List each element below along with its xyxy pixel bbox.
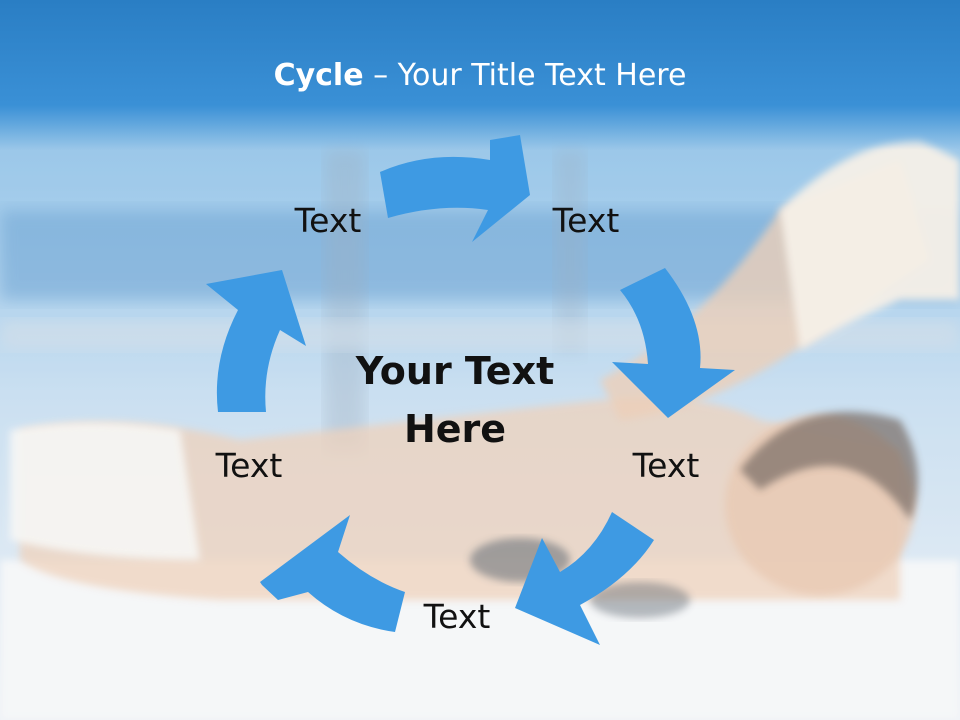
cycle-arrow-2 — [612, 268, 735, 418]
title-bar — [0, 0, 960, 150]
center-text-line-1: Your Text — [355, 349, 555, 393]
cycle-arrow-4 — [260, 515, 405, 632]
step-label-5: Text — [215, 446, 283, 485]
step-label-2: Text — [552, 201, 620, 240]
center-text: Your Text Here — [330, 342, 580, 458]
slide-title: Cycle – Your Title Text Here — [0, 52, 960, 100]
step-label-1: Text — [294, 201, 362, 240]
cycle-arrow-5 — [206, 270, 306, 412]
title-rest-part: – Your Title Text Here — [363, 58, 687, 93]
cycle-arrow-1 — [380, 135, 530, 242]
step-label-3: Text — [632, 446, 700, 485]
center-text-line-2: Here — [403, 407, 507, 451]
cycle-arrow-3 — [515, 512, 654, 645]
step-label-4: Text — [423, 597, 491, 636]
title-bold-part: Cycle — [273, 58, 364, 93]
